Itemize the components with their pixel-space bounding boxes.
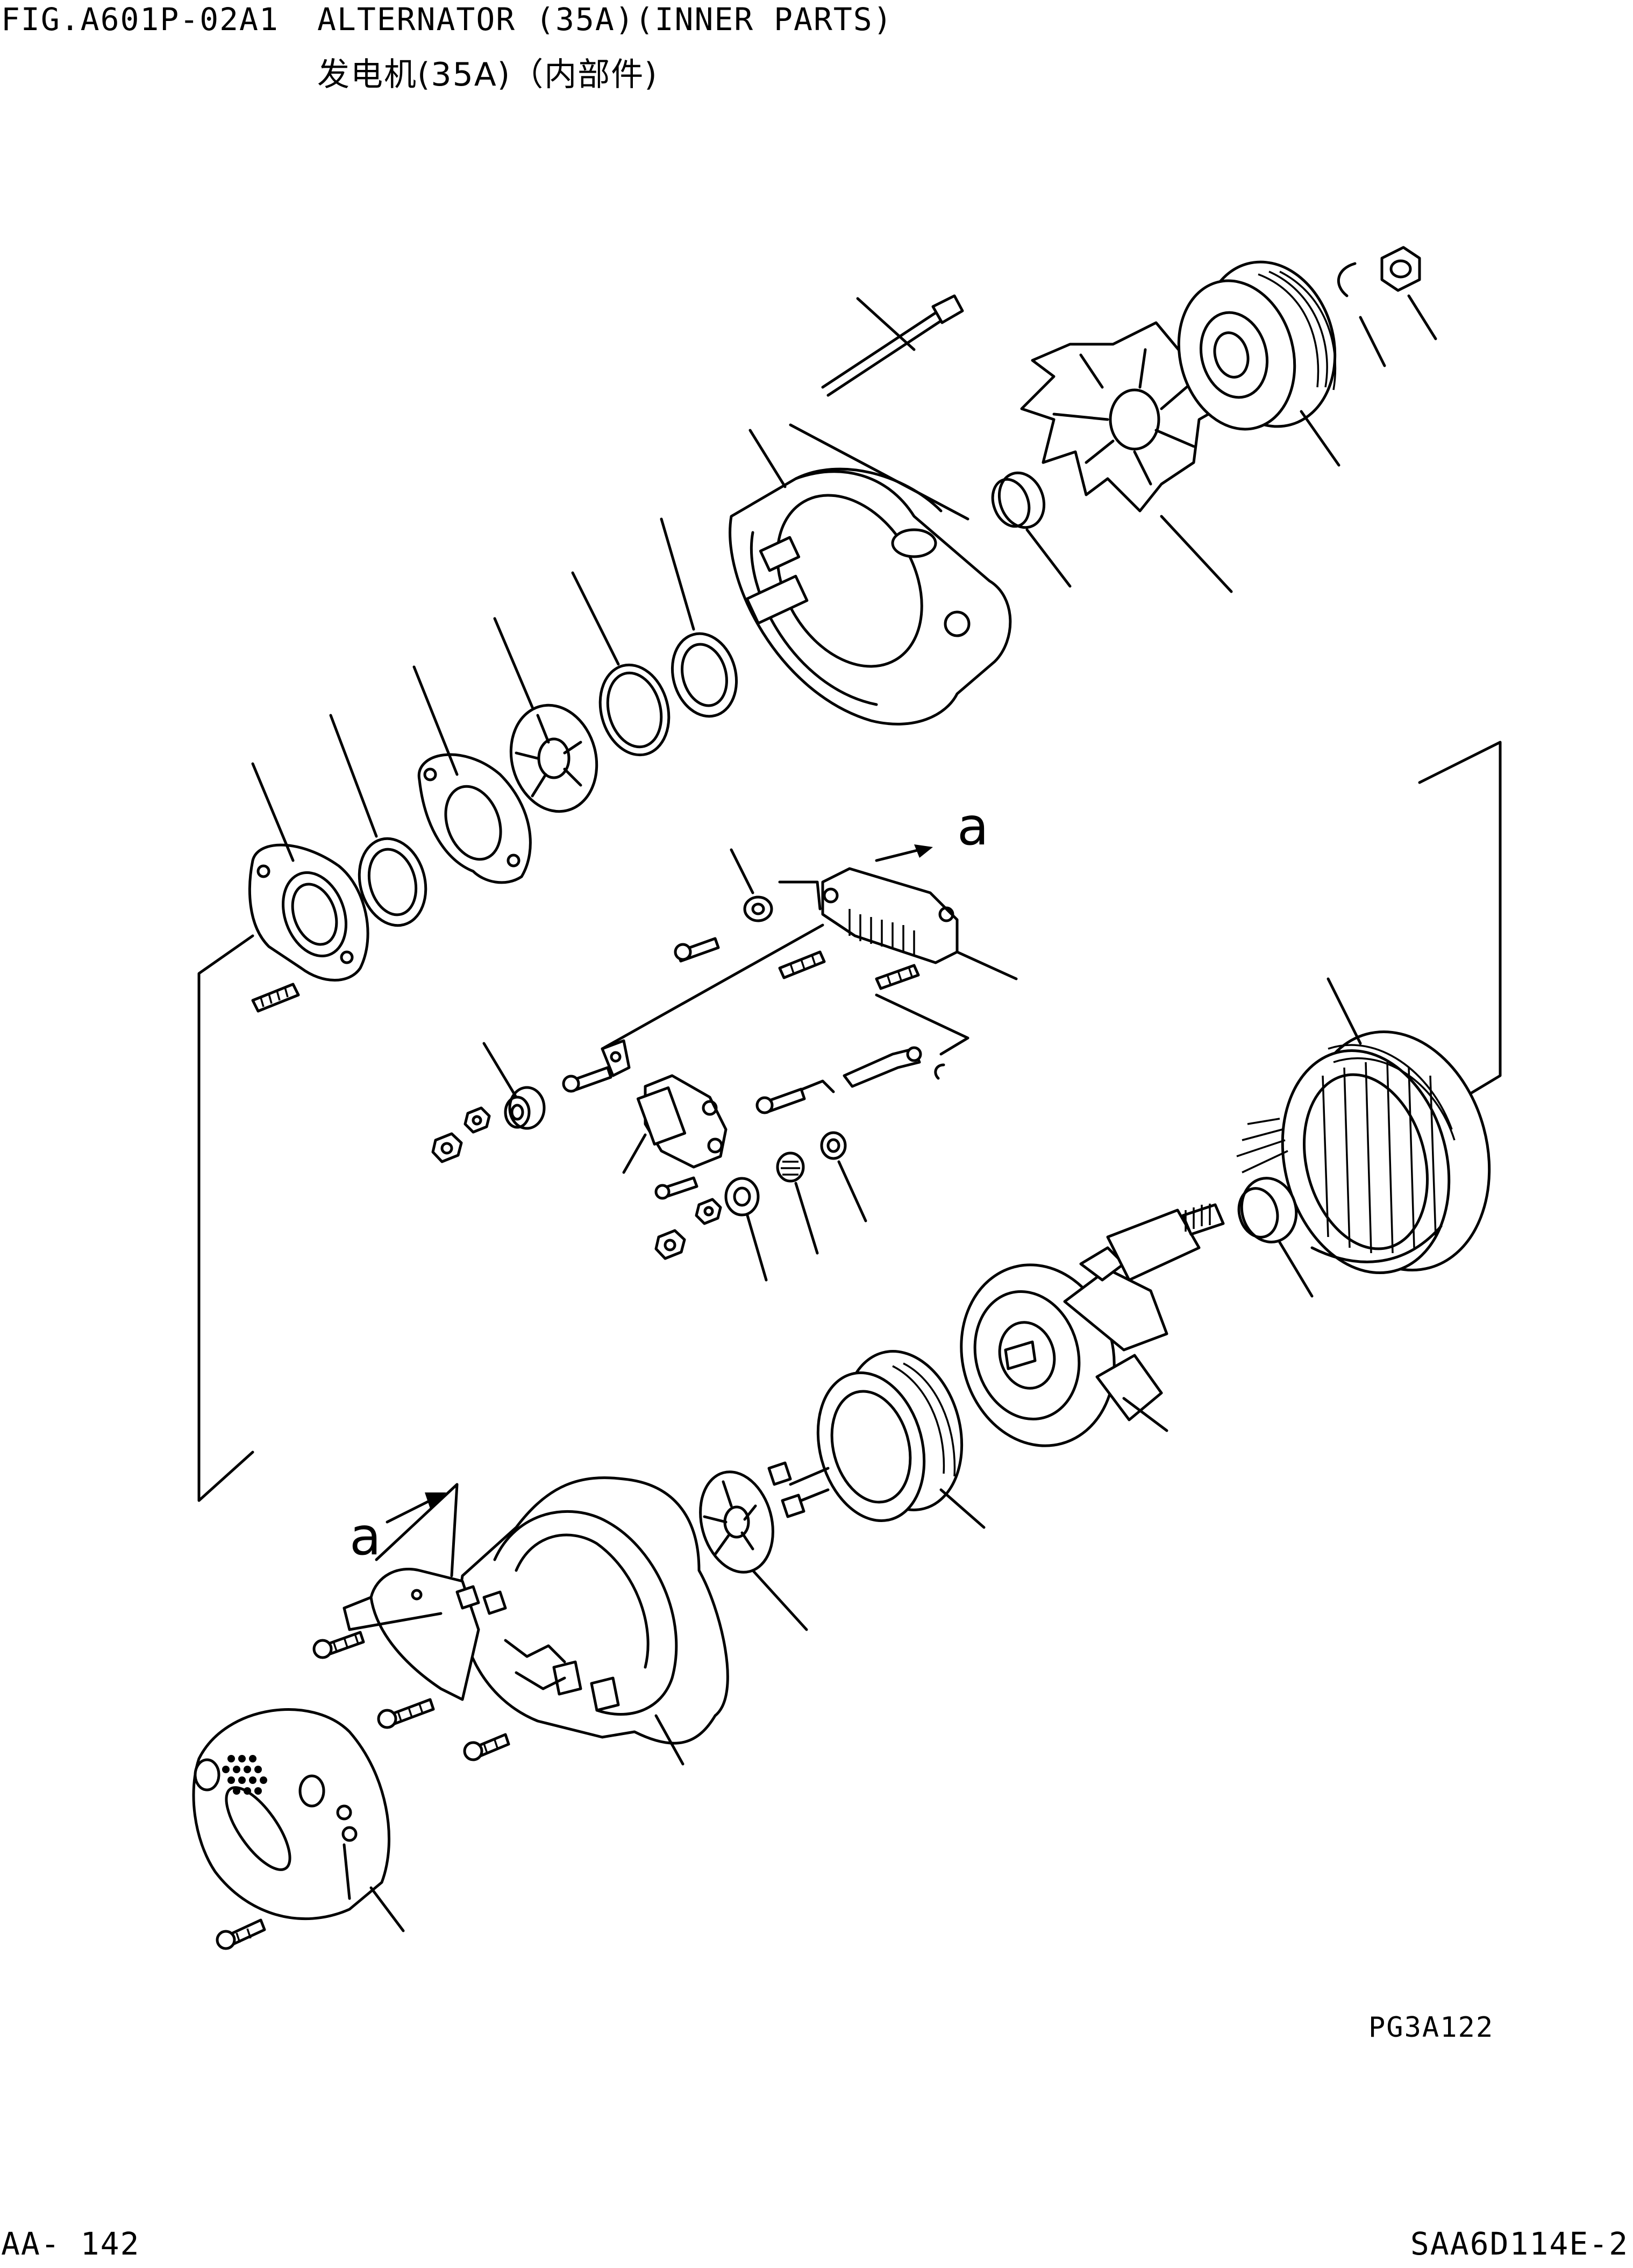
drawing-code: PG3A122 — [1368, 2011, 1494, 2044]
view-arrow-upper: a — [957, 797, 989, 857]
washers-center — [654, 1131, 867, 1282]
through-bolt — [821, 294, 964, 397]
rectifier-screw — [778, 950, 920, 990]
pulley — [1177, 260, 1340, 467]
rectifier — [821, 844, 1018, 980]
seal-ring-2 — [571, 571, 671, 757]
assembly-bracket — [197, 741, 1502, 1502]
screw-left — [251, 983, 300, 1013]
rear-cover — [192, 1708, 405, 1932]
rear-housing — [729, 423, 1012, 726]
leader-lines-center — [601, 880, 969, 1056]
model-code: SAA6D114E-2 — [1410, 2226, 1629, 2262]
brush-holder — [601, 1039, 728, 1174]
rotor — [960, 1203, 1225, 1447]
stator — [1236, 977, 1491, 1275]
view-arrow-lower: a — [350, 1492, 446, 1567]
screw-rectifier-left — [674, 937, 720, 963]
slip-ring-housing — [767, 1350, 986, 1529]
bearing-top — [991, 471, 1072, 588]
nuts-left — [431, 1106, 491, 1163]
seal-ring-1 — [660, 517, 738, 718]
figure-code: FIG.A601P-02A1 — [1, 1, 279, 38]
bearing-retainer-plate — [248, 762, 369, 982]
housing-screws — [312, 1631, 510, 1761]
screw-brush — [562, 1066, 612, 1093]
title-english: ALTERNATOR (35A)(INNER PARTS) — [317, 1, 893, 38]
seal-ring-3 — [329, 714, 427, 927]
gasket-plate — [412, 665, 532, 884]
title-chinese: 发电机(35A)（内部件) — [317, 56, 658, 94]
nut-top — [1380, 246, 1437, 340]
view-label-upper: a — [957, 797, 989, 857]
bearing-cage — [493, 617, 598, 813]
page-number: AA- 142 — [1, 2226, 140, 2262]
bearing-stator-side — [1237, 1177, 1314, 1298]
bushing-left — [482, 1042, 546, 1130]
cover-screw — [216, 1918, 266, 1950]
front-housing — [343, 1476, 729, 1766]
bearing-cage-lower — [699, 1470, 808, 1631]
insulating-bushing — [730, 848, 773, 922]
vent-holes — [222, 1755, 267, 1795]
spring-washer — [1337, 262, 1386, 367]
view-label-lower: a — [350, 1506, 381, 1567]
terminal-lead — [755, 1046, 945, 1114]
